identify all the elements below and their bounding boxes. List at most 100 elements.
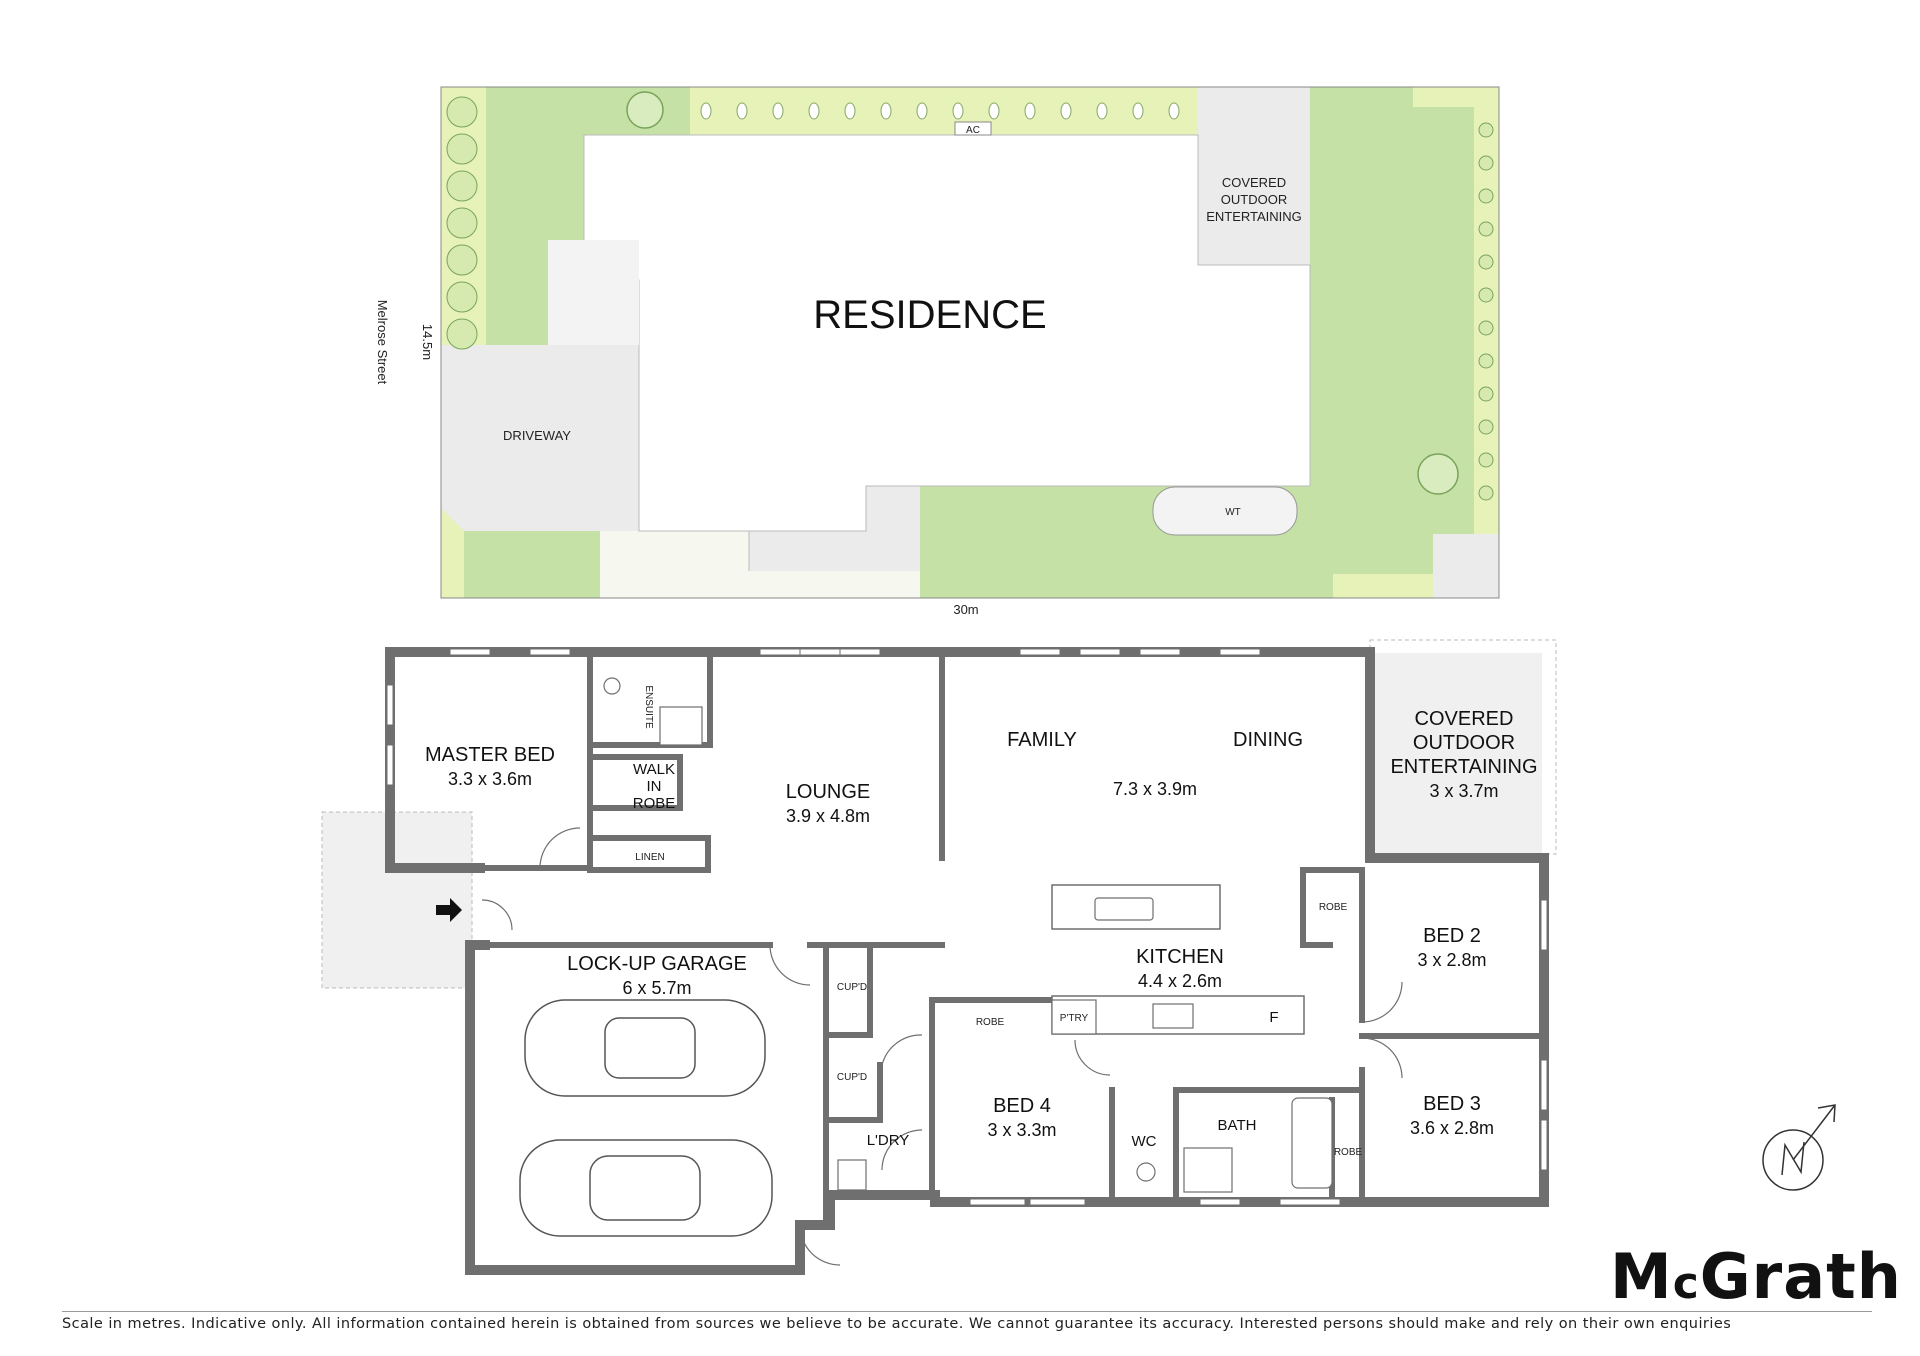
window xyxy=(759,648,801,656)
cooktop-icon xyxy=(1152,1003,1194,1029)
walk-in-robe-line3: ROBE xyxy=(633,795,676,812)
shrub-icon xyxy=(736,102,748,120)
shrub-icon xyxy=(1478,419,1494,435)
laundry-label: L'DRY xyxy=(867,1132,910,1149)
tree-icon xyxy=(1417,453,1459,495)
wall-cupboards-2 xyxy=(823,1062,883,1123)
wc-toilet-icon xyxy=(1136,1162,1156,1182)
ensuite-toilet-icon xyxy=(603,677,621,695)
footer-rule xyxy=(62,1311,1872,1312)
hedge-rear-top xyxy=(1413,87,1499,107)
shrub-icon xyxy=(1478,254,1494,270)
covered-outdoor-area xyxy=(1370,653,1542,854)
hedge-rear-bottom xyxy=(1333,574,1433,598)
car-cabin xyxy=(589,1155,701,1221)
fridge-label: F xyxy=(1269,1009,1278,1026)
shrub-icon xyxy=(446,281,478,313)
site-depth-label: 14.5m xyxy=(420,324,435,360)
lounge-dim: 3.9 x 4.8m xyxy=(786,806,870,826)
wall-linen xyxy=(587,835,711,873)
site-covered-line1: COVERED xyxy=(1222,175,1286,190)
brand-logo: McGrath xyxy=(1610,1240,1902,1313)
kitchen-label: KITCHEN xyxy=(1136,946,1224,968)
entry-porch-site xyxy=(548,240,639,345)
car-cabin xyxy=(604,1017,696,1079)
bed2-robe-label: ROBE xyxy=(1319,902,1348,913)
car-icon xyxy=(524,999,766,1097)
shrub-icon xyxy=(1478,155,1494,171)
hedge-shrubs-left xyxy=(446,96,478,350)
hedge-top xyxy=(690,87,1198,135)
pantry xyxy=(1051,999,1097,1035)
ensuite-shower xyxy=(659,706,703,746)
bed4-dim: 3 x 3.3m xyxy=(987,1120,1056,1140)
shrub-icon xyxy=(1478,353,1494,369)
shrub-icon xyxy=(1478,188,1494,204)
shrub-icon xyxy=(1132,102,1144,120)
bath-shower xyxy=(1183,1147,1233,1193)
door-swing xyxy=(1074,1039,1111,1076)
door-swings xyxy=(481,827,1403,1266)
shrub-icon xyxy=(916,102,928,120)
driveway-label: DRIVEWAY xyxy=(503,428,571,443)
north-arrow-head xyxy=(1817,1104,1836,1123)
covered-outdoor-line2: OUTDOOR xyxy=(1413,732,1515,754)
wall-robe-bed2 xyxy=(1300,867,1362,948)
shrub-icon xyxy=(880,102,892,120)
driveway xyxy=(441,345,639,531)
water-tank-label: WT xyxy=(1225,507,1241,518)
wall-robe xyxy=(587,754,683,811)
site-covered-line2: OUTDOOR xyxy=(1221,192,1287,207)
master-bed-label: MASTER BED xyxy=(425,744,555,766)
ac-unit xyxy=(954,121,992,136)
window xyxy=(529,648,571,656)
lounge-label: LOUNGE xyxy=(786,781,870,803)
shrub-icon xyxy=(446,170,478,202)
wall-east-upper xyxy=(1365,647,1549,1207)
door-swing xyxy=(481,899,513,931)
shrub-icon xyxy=(1168,102,1180,120)
brand-part: Grath xyxy=(1699,1240,1902,1313)
garage-label: LOCK-UP GARAGE xyxy=(567,953,747,975)
brand-part: c xyxy=(1672,1258,1700,1309)
bath-tub xyxy=(1291,1097,1333,1189)
bed3-robe-label: ROBE xyxy=(1334,1147,1363,1158)
laundry-tub xyxy=(837,1159,867,1191)
dining-label: DINING xyxy=(1233,729,1303,751)
kitchen-sink-icon xyxy=(1094,897,1154,921)
north-arrow-icon xyxy=(1762,1104,1836,1191)
lawn-bottom-left xyxy=(464,531,600,598)
bed3-dim: 3.6 x 2.8m xyxy=(1410,1118,1494,1138)
disclaimer-text: Scale in metres. Indicative only. All in… xyxy=(62,1316,1732,1332)
window xyxy=(1540,1119,1548,1171)
hedge-dots-top xyxy=(700,102,1180,120)
shrub-icon xyxy=(988,102,1000,120)
door-swing xyxy=(1361,981,1403,1023)
window xyxy=(1019,648,1061,656)
window xyxy=(839,648,881,656)
window xyxy=(1079,648,1121,656)
brand-part: M xyxy=(1610,1240,1673,1313)
site-covered-line3: ENTERTAINING xyxy=(1206,209,1302,224)
shrub-icon xyxy=(700,102,712,120)
ac-label: AC xyxy=(966,125,980,136)
door-swing xyxy=(881,1034,923,1066)
ensuite-label: ENSUITE xyxy=(643,685,654,729)
shrub-icon xyxy=(1024,102,1036,120)
wall-ensuite-south xyxy=(587,649,713,748)
shrub-icon xyxy=(1478,452,1494,468)
door-swing xyxy=(881,1129,923,1171)
cupboard-label-1: CUP'D xyxy=(837,982,867,993)
shrub-icon xyxy=(1478,320,1494,336)
hedge-shrubs-right xyxy=(1478,122,1494,501)
window xyxy=(1199,1198,1241,1206)
shrub-icon xyxy=(1478,122,1494,138)
bath-label: BATH xyxy=(1218,1117,1257,1134)
window xyxy=(1219,648,1261,656)
north-arrow-line xyxy=(1792,1104,1836,1161)
shrub-icon xyxy=(446,133,478,165)
wall-south-rooms xyxy=(825,1190,1375,1207)
shrub-icon xyxy=(1478,386,1494,402)
bed3-label: BED 3 xyxy=(1423,1093,1481,1115)
